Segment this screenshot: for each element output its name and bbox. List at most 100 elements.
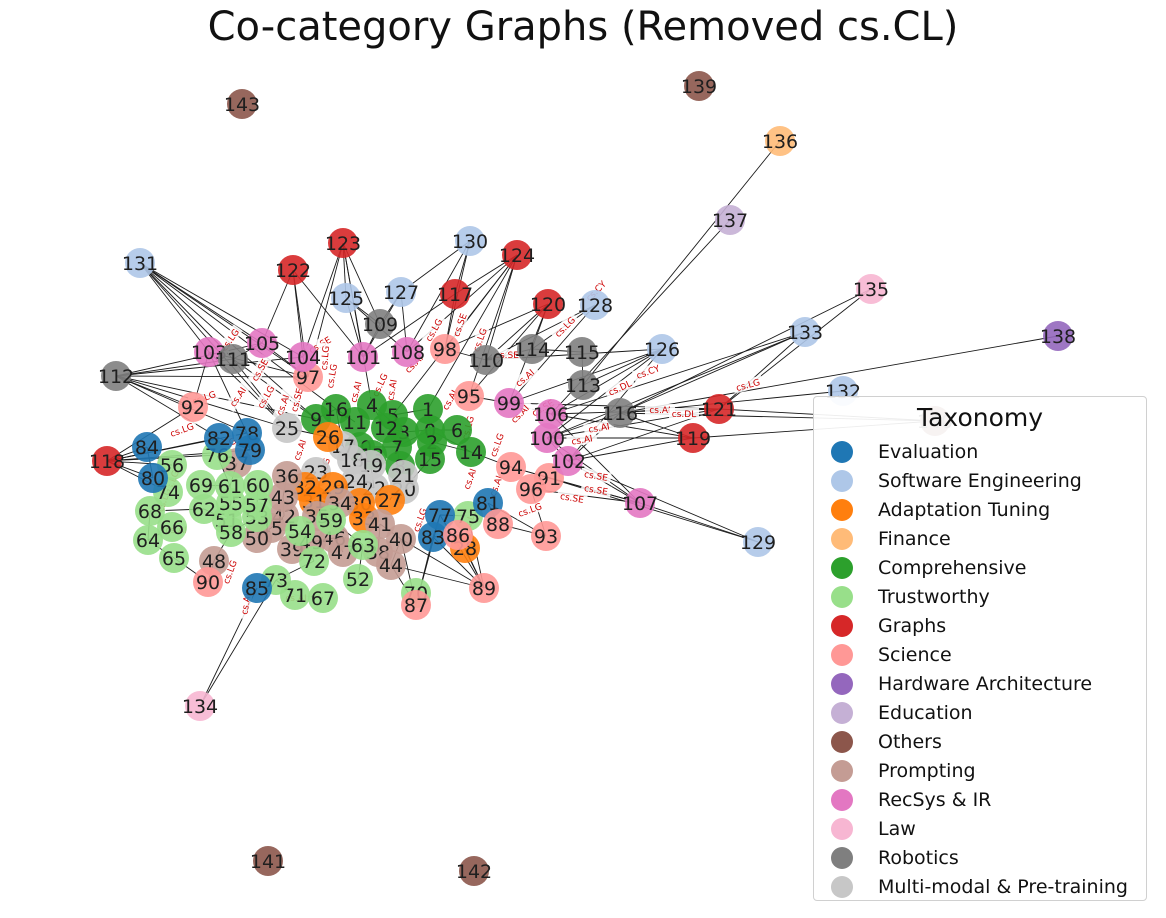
edge-89-44 bbox=[390, 564, 485, 589]
node-circle bbox=[415, 444, 445, 474]
node-label: 131 bbox=[122, 253, 158, 275]
legend-label: Evaluation bbox=[878, 440, 979, 463]
node-circle bbox=[348, 342, 378, 372]
edge-label-18: cs.DL bbox=[669, 408, 699, 420]
node-circle bbox=[605, 398, 635, 428]
node-label: 57 bbox=[245, 495, 269, 517]
node-label: 79 bbox=[238, 440, 262, 462]
node-84: 84 bbox=[132, 432, 162, 462]
node-circle bbox=[138, 463, 168, 493]
edge-label-19: cs.LG bbox=[731, 375, 764, 394]
node-130: 130 bbox=[452, 226, 488, 256]
node-circle bbox=[483, 509, 513, 539]
node-circle bbox=[516, 474, 546, 504]
node-label: 113 bbox=[565, 375, 601, 397]
node-circle bbox=[365, 309, 395, 339]
legend-label: Finance bbox=[878, 527, 951, 550]
node-label: 129 bbox=[740, 532, 776, 554]
node-circle bbox=[278, 255, 308, 285]
node-label: 90 bbox=[196, 572, 220, 594]
edge-126-106 bbox=[550, 348, 663, 415]
node-138: 138 bbox=[1040, 321, 1076, 351]
node-circle bbox=[216, 517, 246, 547]
node-circle bbox=[413, 394, 443, 424]
node-label: 83 bbox=[421, 527, 445, 549]
node-label: 52 bbox=[346, 569, 370, 591]
legend-label: RecSys & IR bbox=[878, 788, 992, 811]
legend-marker-icon bbox=[831, 846, 853, 869]
node-label: 82 bbox=[207, 428, 231, 450]
node-label: 117 bbox=[437, 284, 473, 306]
node-circle bbox=[469, 573, 499, 603]
node-circle bbox=[647, 334, 677, 364]
legend-label: Prompting bbox=[878, 759, 976, 782]
node-label: 105 bbox=[244, 333, 280, 355]
edge-131-105 bbox=[139, 262, 263, 344]
node-circle bbox=[455, 226, 485, 256]
node-16: 16 bbox=[321, 394, 351, 424]
node-label: 15 bbox=[418, 449, 442, 471]
legend-marker-icon bbox=[831, 469, 853, 492]
edge-label-text: cs.AI bbox=[386, 379, 400, 402]
edge-128-99 bbox=[508, 304, 596, 404]
node-label: 139 bbox=[681, 76, 717, 98]
node-label: 137 bbox=[712, 210, 748, 232]
node-26: 26 bbox=[313, 422, 343, 452]
legend-item: Finance bbox=[814, 524, 1146, 553]
node-82: 82 bbox=[204, 423, 234, 453]
node-circle bbox=[531, 521, 561, 551]
edge-120-98 bbox=[444, 303, 549, 350]
node-layer: 0123456789101112131415161718192021222324… bbox=[89, 71, 1076, 886]
node-58: 58 bbox=[216, 517, 246, 547]
legend-item: Comprehensive bbox=[814, 553, 1146, 582]
node-circle bbox=[375, 485, 405, 515]
legend-label: Hardware Architecture bbox=[878, 672, 1093, 695]
node-label: 97 bbox=[296, 367, 320, 389]
node-circle bbox=[268, 482, 298, 512]
edge-label-17: cs.AI bbox=[645, 404, 675, 416]
node-69: 69 bbox=[186, 470, 216, 500]
node-circle bbox=[185, 691, 215, 721]
node-circle bbox=[321, 394, 351, 424]
node-circle bbox=[388, 460, 418, 490]
edge-label-text: cs.LG bbox=[326, 363, 340, 389]
edge-label-text: cs.LG bbox=[320, 345, 332, 370]
edge-label-text: cs.AI bbox=[571, 434, 594, 448]
node-label: 4 bbox=[366, 395, 378, 417]
node-circle bbox=[442, 415, 472, 445]
node-label: 41 bbox=[368, 514, 392, 536]
node-circle bbox=[386, 277, 416, 307]
node-80: 80 bbox=[138, 463, 168, 493]
node-label: 64 bbox=[136, 530, 160, 552]
node-label: 141 bbox=[250, 851, 286, 873]
node-label: 60 bbox=[246, 475, 270, 497]
node-44: 44 bbox=[376, 550, 406, 580]
edge-126-100 bbox=[546, 348, 663, 439]
node-label: 128 bbox=[577, 295, 613, 317]
node-label: 111 bbox=[215, 349, 251, 371]
node-41: 41 bbox=[365, 509, 395, 539]
node-116: 116 bbox=[602, 398, 638, 428]
node-90: 90 bbox=[193, 567, 223, 597]
node-label: 135 bbox=[853, 279, 889, 301]
legend-item: RecSys & IR bbox=[814, 785, 1146, 814]
node-label: 6 bbox=[451, 420, 463, 442]
node-127: 127 bbox=[383, 277, 419, 307]
legend-label: Graphs bbox=[878, 614, 947, 637]
edge-89-40 bbox=[400, 538, 485, 589]
node-112: 112 bbox=[98, 361, 134, 391]
edge-133-116 bbox=[619, 331, 806, 414]
edge-124-1 bbox=[427, 254, 518, 410]
node-40: 40 bbox=[386, 524, 416, 554]
node-circle bbox=[242, 523, 272, 553]
legend-item: Adaptation Tuning bbox=[814, 495, 1146, 524]
edge-label-text: cs.DL bbox=[672, 410, 696, 420]
node-89: 89 bbox=[469, 573, 499, 603]
node-label: 114 bbox=[514, 339, 550, 361]
node-label: 125 bbox=[328, 288, 364, 310]
node-111: 111 bbox=[215, 344, 251, 374]
node-50: 50 bbox=[242, 523, 272, 553]
edge-133-106 bbox=[550, 331, 806, 415]
node-1: 1 bbox=[413, 394, 443, 424]
